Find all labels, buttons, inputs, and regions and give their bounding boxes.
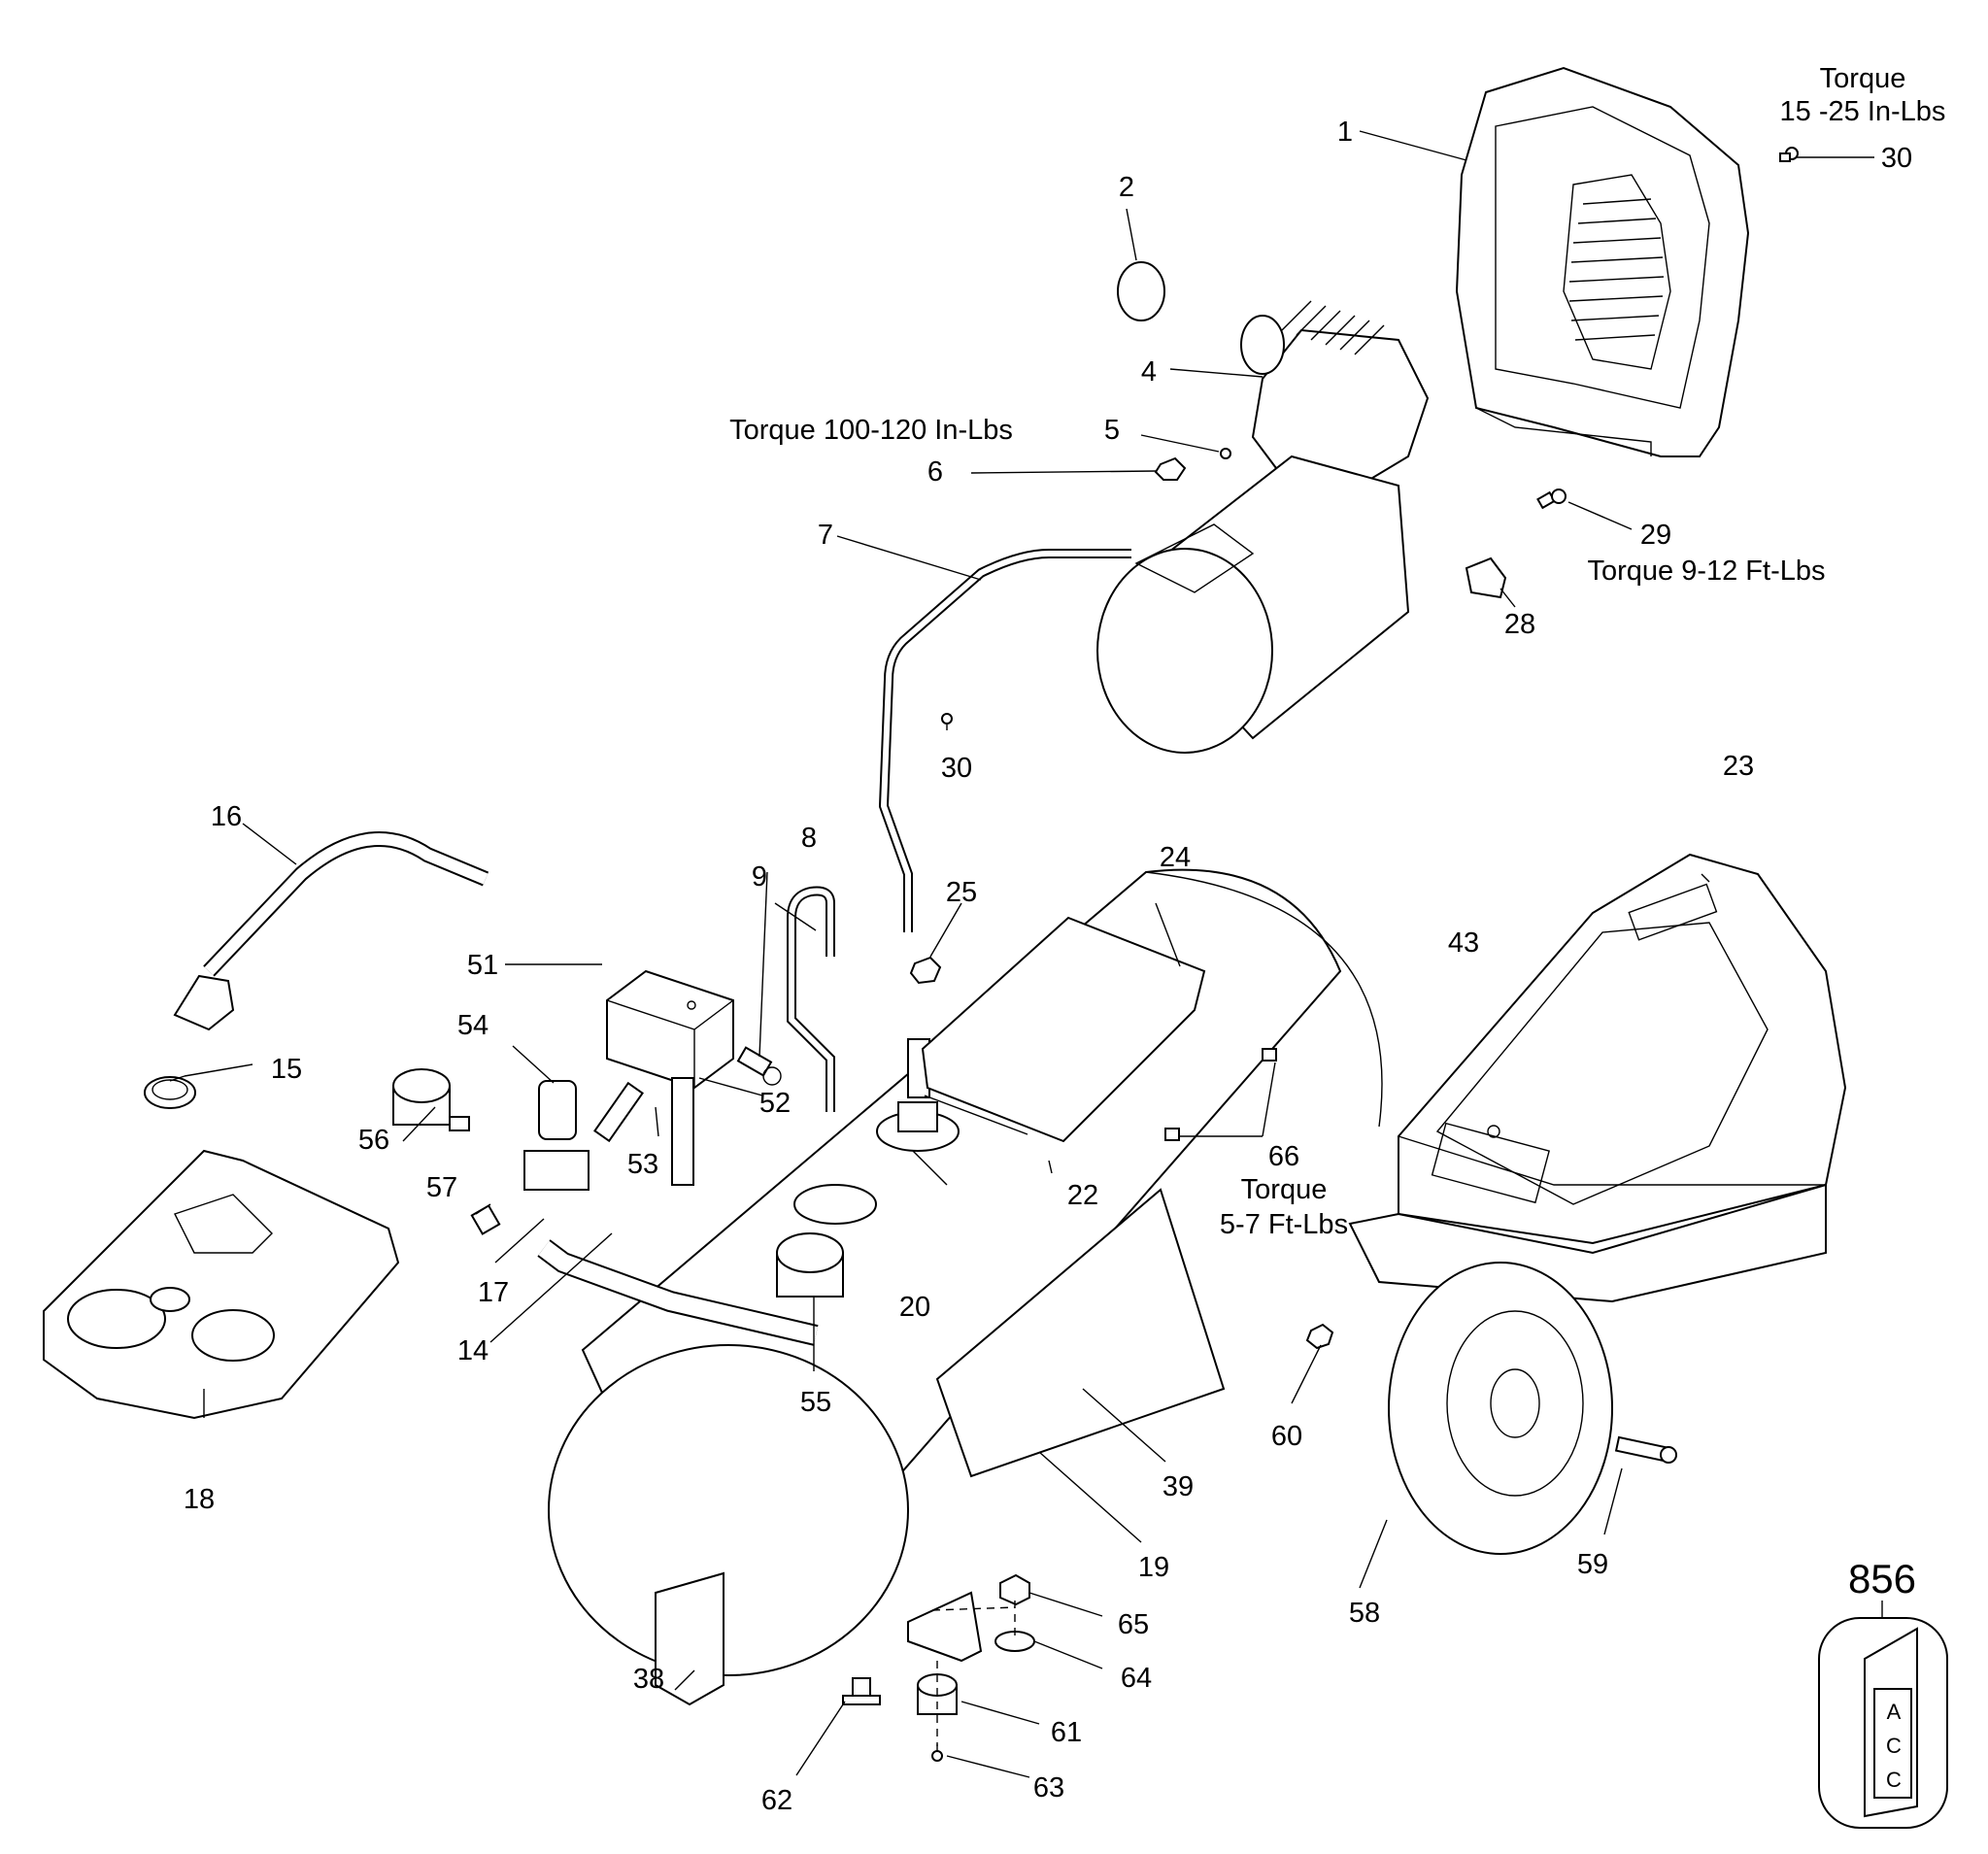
kit-letter-3: C bbox=[1886, 1768, 1902, 1792]
part-63-screw bbox=[931, 1744, 943, 1762]
callout-9: 9 bbox=[752, 861, 767, 893]
part-43-front-shroud bbox=[1398, 853, 1847, 1245]
callout-61: 61 bbox=[1051, 1717, 1082, 1748]
part-15-ring bbox=[144, 1076, 196, 1109]
callout-56: 56 bbox=[358, 1125, 389, 1156]
callout-55: 55 bbox=[800, 1387, 831, 1418]
torque-note-66-line2: 5-7 Ft-Lbs bbox=[1220, 1209, 1348, 1240]
callout-53: 53 bbox=[627, 1149, 658, 1180]
grille-lines bbox=[1568, 198, 1665, 341]
callout-65: 65 bbox=[1118, 1609, 1149, 1640]
callout-58: 58 bbox=[1349, 1598, 1380, 1629]
callout-16: 16 bbox=[211, 801, 242, 832]
callout-24: 24 bbox=[1160, 842, 1191, 873]
part-58-wheel bbox=[1388, 1262, 1613, 1555]
callout-59: 59 bbox=[1577, 1549, 1608, 1580]
callout-43: 43 bbox=[1448, 927, 1479, 959]
callout-57: 57 bbox=[426, 1172, 457, 1203]
part-54-regulator bbox=[523, 1080, 590, 1191]
part-53-nipple bbox=[593, 1081, 644, 1143]
part-38-label bbox=[655, 1571, 724, 1706]
kit-letter-2: C bbox=[1886, 1734, 1902, 1758]
part-8-tube bbox=[787, 886, 835, 1112]
callout-15: 15 bbox=[271, 1054, 302, 1085]
callout-23: 23 bbox=[1723, 751, 1754, 782]
callout-25: 25 bbox=[946, 877, 977, 908]
callout-2: 2 bbox=[1119, 172, 1134, 203]
part-57-fitting bbox=[470, 1204, 501, 1235]
part-29-bolt bbox=[1536, 489, 1567, 510]
part-9-safety-valve bbox=[736, 1046, 782, 1086]
part-6-nut bbox=[1154, 456, 1187, 481]
callout-8: 8 bbox=[801, 823, 817, 854]
torque-note-66-line1: Torque bbox=[1241, 1174, 1328, 1205]
part-55-gauge bbox=[776, 1232, 844, 1298]
part-51-pressure-switch bbox=[606, 969, 734, 1090]
part-65-nut bbox=[999, 1573, 1030, 1606]
part-4-pump bbox=[1240, 300, 1430, 488]
callout-60: 60 bbox=[1271, 1421, 1302, 1452]
callout-22: 22 bbox=[1067, 1180, 1098, 1211]
callout-38: 38 bbox=[633, 1664, 664, 1695]
part-19-tank bbox=[548, 868, 1383, 1706]
callout-14: 14 bbox=[457, 1335, 489, 1366]
part-18-tray bbox=[43, 1149, 400, 1420]
part-61-foot bbox=[917, 1673, 958, 1715]
part-59-axle-bolt bbox=[1614, 1435, 1677, 1464]
callout-63: 63 bbox=[1033, 1772, 1064, 1803]
torque-note-bolt-29: Torque 9-12 Ft-Lbs bbox=[1587, 556, 1825, 587]
callout-29: 29 bbox=[1640, 520, 1671, 551]
callout-6: 6 bbox=[927, 456, 943, 488]
callout-labels: 1 2 4 5 6 7 8 9 14 15 16 17 18 19 20 22 … bbox=[184, 117, 1912, 1816]
kit-856: A C C bbox=[1818, 1601, 1948, 1829]
part-66-screws bbox=[1164, 1048, 1277, 1141]
callout-4: 4 bbox=[1141, 356, 1157, 388]
part-1-rear-shroud bbox=[1455, 66, 1750, 457]
callout-62: 62 bbox=[761, 1785, 792, 1816]
callout-52: 52 bbox=[759, 1088, 791, 1119]
callout-28: 28 bbox=[1504, 609, 1535, 640]
part-30-screw-mid bbox=[941, 713, 953, 730]
part-62-drain-valve bbox=[842, 1677, 881, 1705]
callout-17: 17 bbox=[478, 1277, 509, 1308]
callout-66: 66 bbox=[1268, 1141, 1299, 1172]
callout-5: 5 bbox=[1104, 415, 1120, 446]
part-7-tube bbox=[878, 549, 1131, 932]
kit-number: 856 bbox=[1848, 1556, 1916, 1601]
callout-54: 54 bbox=[457, 1010, 489, 1041]
part-56-gauge bbox=[392, 1068, 470, 1131]
callout-51: 51 bbox=[467, 950, 498, 981]
callout-7: 7 bbox=[818, 520, 833, 551]
callout-18: 18 bbox=[184, 1484, 215, 1515]
torque-note-shroud-line1: Torque bbox=[1820, 63, 1906, 94]
part-39-label bbox=[935, 1188, 1226, 1478]
kit-letter-1: A bbox=[1887, 1700, 1902, 1724]
callout-64: 64 bbox=[1121, 1663, 1152, 1694]
part-52-tee bbox=[671, 1077, 694, 1186]
callout-39: 39 bbox=[1162, 1471, 1194, 1502]
part-30-screw-top bbox=[1779, 147, 1799, 162]
leader-lines bbox=[169, 130, 1874, 1778]
callout-30-mid: 30 bbox=[941, 753, 972, 784]
motor bbox=[1096, 455, 1410, 754]
torque-notes: Torque 15 -25 In-Lbs Torque 100-120 In-L… bbox=[729, 63, 1945, 1240]
torque-note-shroud-line2: 15 -25 In-Lbs bbox=[1780, 96, 1946, 127]
callout-1: 1 bbox=[1337, 117, 1353, 148]
callout-19: 19 bbox=[1138, 1552, 1169, 1583]
callout-30-top: 30 bbox=[1881, 143, 1912, 174]
part-2-cap bbox=[1117, 261, 1165, 321]
part-5-washer bbox=[1220, 448, 1231, 459]
part-16-power-cord bbox=[173, 831, 489, 1031]
callout-20: 20 bbox=[899, 1292, 930, 1323]
part-28-block bbox=[1465, 556, 1507, 599]
part-60-nut bbox=[1305, 1323, 1334, 1350]
part-25-nut bbox=[909, 956, 942, 985]
part-24-mount-plate bbox=[921, 916, 1206, 1143]
part-20-check-valve bbox=[793, 1101, 960, 1225]
torque-note-pump-nut: Torque 100-120 In-Lbs bbox=[729, 415, 1013, 446]
